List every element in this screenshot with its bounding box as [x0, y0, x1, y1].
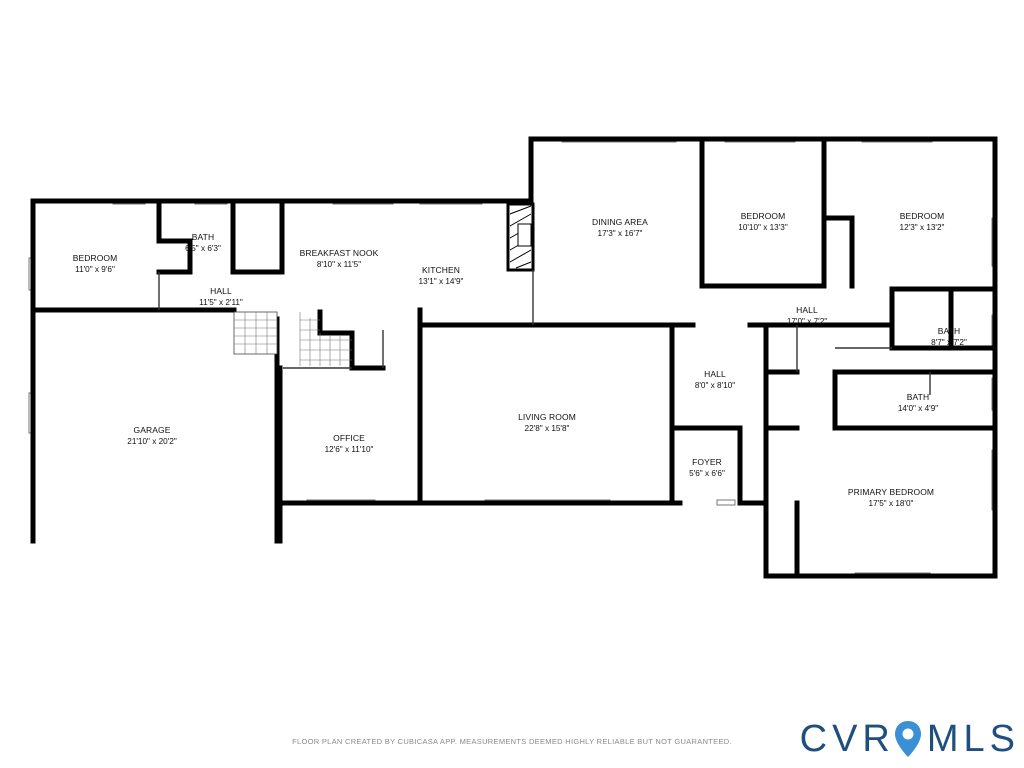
- room-dims: 8'7" x 7'2": [931, 338, 967, 347]
- map-pin-icon: [894, 721, 921, 757]
- room-name: OFFICE: [333, 433, 365, 443]
- room-name: PRIMARY BEDROOM: [848, 487, 934, 497]
- fireplace: [509, 205, 532, 269]
- room-name: HALL: [704, 369, 726, 379]
- interior-lines: [158, 270, 931, 395]
- room-name: LIVING ROOM: [518, 412, 576, 422]
- room-name: BEDROOM: [741, 211, 786, 221]
- room-name: BEDROOM: [900, 211, 945, 221]
- room-dims: 11'0" x 9'6": [75, 265, 115, 274]
- room-dims: 17'3" x 16'7": [598, 229, 643, 238]
- room-name: BEDROOM: [73, 253, 118, 263]
- room-dims: 6'5" x 6'3": [185, 244, 221, 253]
- room-name: BATH: [907, 392, 929, 402]
- room-dims: 13'1" x 14'9": [419, 277, 464, 286]
- room-dims: 12'6" x 11'10": [325, 445, 374, 454]
- logo-text-left: CVR: [799, 717, 895, 760]
- room-dims: 11'5" x 2'11": [199, 298, 243, 307]
- room-name: KITCHEN: [422, 265, 460, 275]
- stairs-left: [233, 311, 278, 355]
- room-dims: 8'10" x 11'5": [317, 260, 361, 269]
- logo-text-right: MLS: [926, 717, 1020, 760]
- room-name: DINING AREA: [592, 217, 648, 227]
- room-dims: 14'0" x 4'9": [898, 404, 938, 413]
- room-name: GARAGE: [134, 425, 171, 435]
- cvrmls-logo: CVR MLS: [800, 714, 1020, 764]
- room-dims: 8'0" x 8'10": [695, 381, 735, 390]
- room-dims: 5'6" x 6'6": [689, 469, 725, 478]
- room-dims: 17'0" x 7'2": [787, 317, 827, 326]
- room-name: BATH: [192, 232, 214, 242]
- room-dims: 22'8" x 15'8": [525, 424, 570, 433]
- room-name: BATH: [938, 326, 960, 336]
- room-name: BREAKFAST NOOK: [300, 248, 379, 258]
- room-dims: 21'10" x 20'2": [127, 437, 177, 446]
- room-dims: 10'10" x 13'3": [738, 223, 788, 232]
- room-name: FOYER: [692, 457, 722, 467]
- room-name: HALL: [796, 305, 818, 315]
- room-labels: BEDROOM 11'0" x 9'6" BATH 6'5" x 6'3" HA…: [73, 211, 967, 508]
- room-name: HALL: [210, 286, 232, 296]
- room-dims: 17'5" x 18'0": [869, 499, 914, 508]
- room-dims: 12'3" x 13'2": [900, 223, 945, 232]
- disclaimer-text: FLOOR PLAN CREATED BY CUBICASA APP. MEAS…: [292, 737, 732, 746]
- stairs-right: [299, 312, 352, 366]
- walls: [30, 136, 998, 579]
